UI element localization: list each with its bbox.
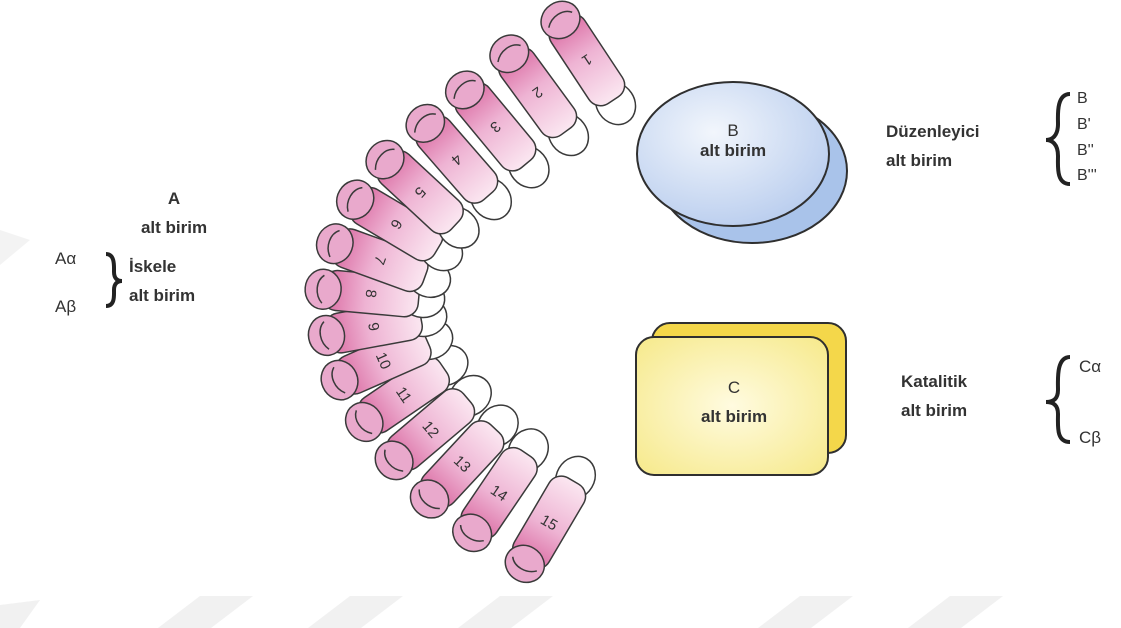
c-subunit-subtitle: alt birim [701,407,767,426]
b-subunit-subtitle: alt birim [700,141,766,160]
b-isoform-2: B' [1077,116,1091,133]
a-repeat-number: 8 [362,289,380,299]
b-role-line1: Düzenleyici [886,122,980,141]
b-isoform-3: B'' [1077,142,1094,159]
b-subunit: B alt birim [637,82,847,243]
c-role-line1: Katalitik [901,372,968,391]
a-role-line1: İskele [129,257,176,276]
a-title: A [168,189,180,208]
c-brace-icon [1046,357,1070,442]
b-brace-icon [1046,94,1070,184]
b-isoform-1: B [1077,90,1088,107]
c-labels: Katalitik alt birim Cα Cβ [901,357,1101,447]
a-role-line2: alt birim [129,286,195,305]
a-isoform-beta: Aβ [55,297,76,316]
a-brace-icon [106,254,122,306]
c-isoform-beta: Cβ [1079,428,1101,447]
c-subunit-title: C [728,378,740,397]
a-subtitle: alt birim [141,218,207,237]
a-isoform-alpha: Aα [55,249,76,268]
b-role-line2: alt birim [886,151,952,170]
a-labels: A alt birim Aα Aβ İskele alt birim [55,189,207,316]
c-isoform-alpha: Cα [1079,357,1101,376]
b-labels: Düzenleyici alt birim B B' B'' B''' [886,90,1097,184]
c-role-line2: alt birim [901,401,967,420]
c-subunit: C alt birim [636,323,846,475]
b-subunit-title: B [727,121,738,140]
c-subunit-front-square [636,337,828,475]
b-isoform-4: B''' [1077,167,1097,184]
